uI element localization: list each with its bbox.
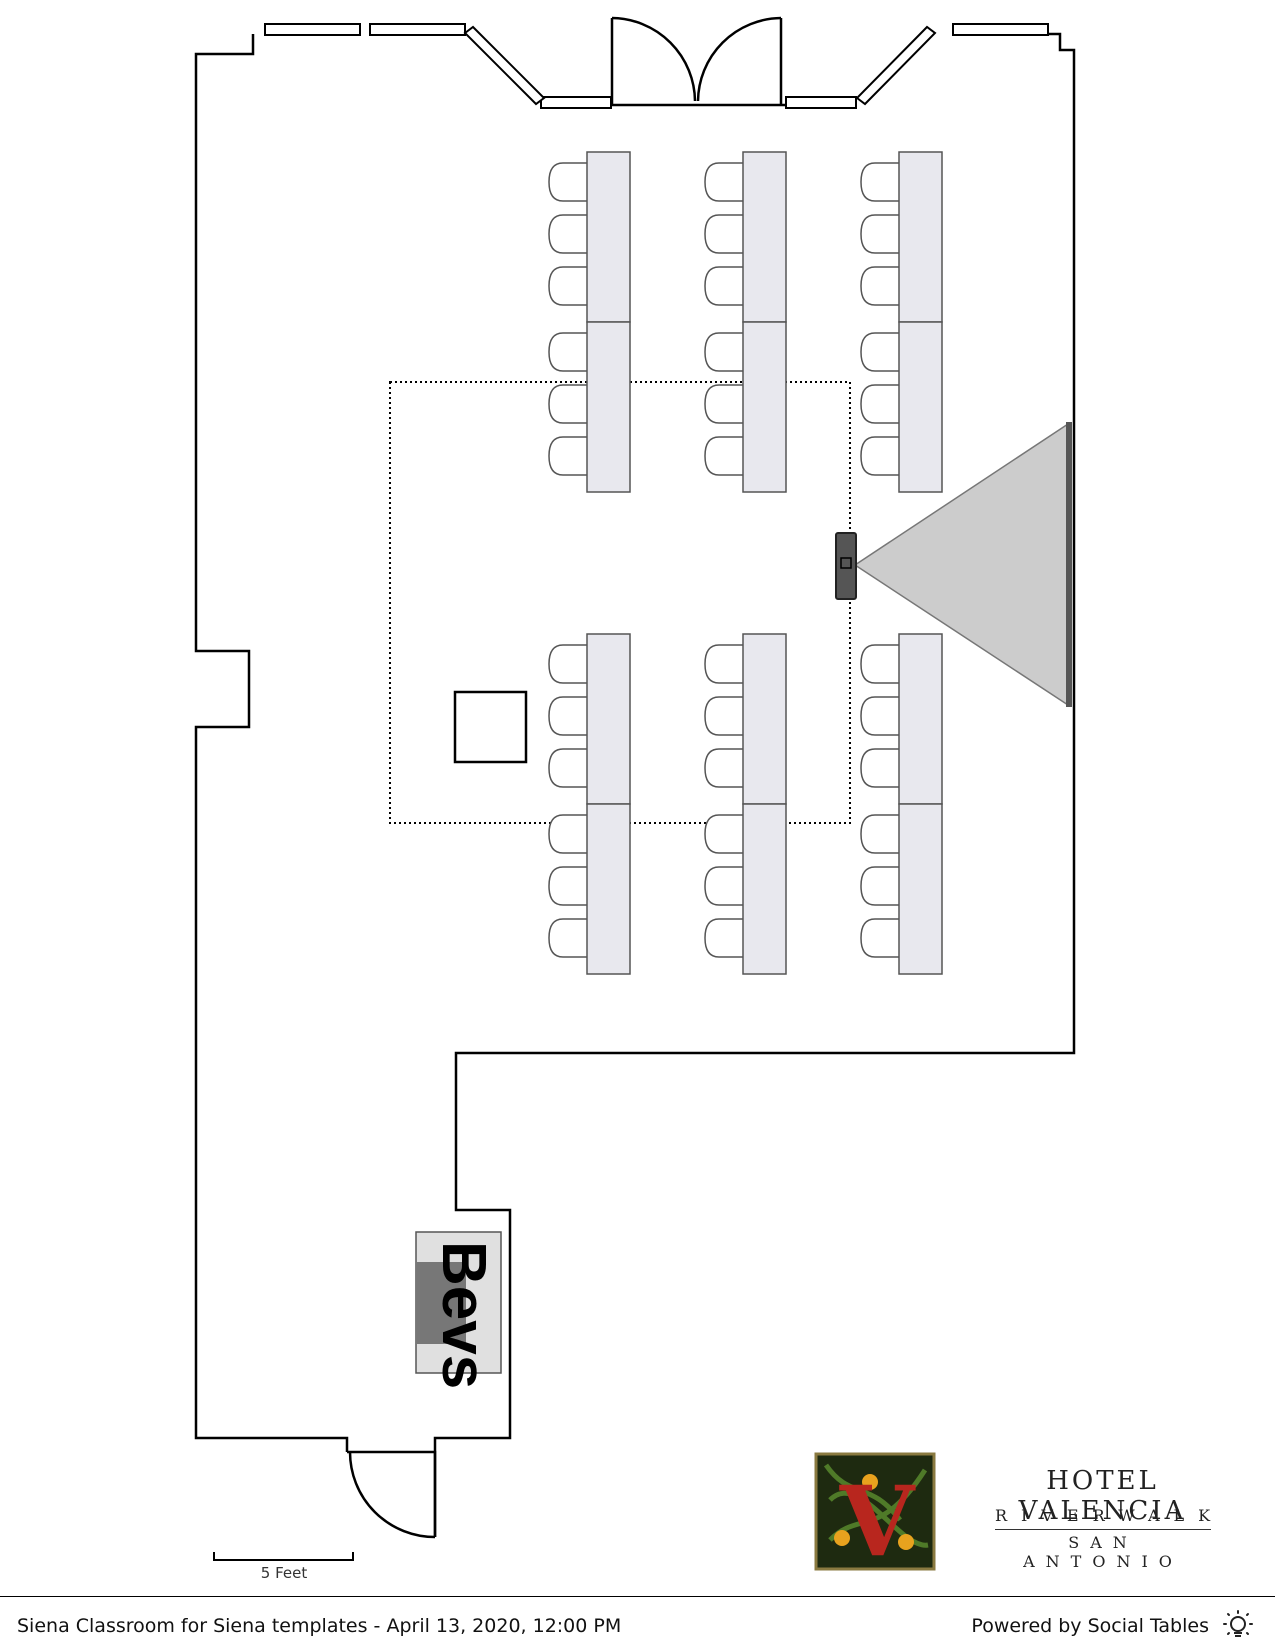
event-title: Siena Classroom for Siena templates - Ap… [17, 1615, 622, 1637]
classroom-table [704, 321, 787, 493]
chair [860, 162, 899, 202]
chair [860, 918, 899, 958]
windows [264, 23, 1049, 109]
chair [704, 332, 743, 372]
chair [860, 332, 899, 372]
chair [548, 162, 587, 202]
chair [704, 384, 743, 424]
chair [548, 332, 587, 372]
chair [548, 384, 587, 424]
table-top [742, 321, 787, 493]
classroom-table [704, 803, 787, 975]
chair [704, 918, 743, 958]
chair [548, 436, 587, 476]
classroom-table [548, 633, 631, 805]
chair [860, 436, 899, 476]
classroom-table [548, 321, 631, 493]
chair [860, 748, 899, 788]
chair [704, 748, 743, 788]
chair [548, 214, 587, 254]
bulb-icon [1223, 1610, 1253, 1637]
chair [548, 918, 587, 958]
chair [860, 214, 899, 254]
scale-bar [213, 1552, 354, 1561]
chair [860, 384, 899, 424]
chair [704, 644, 743, 684]
chair [860, 866, 899, 906]
classroom-table [860, 803, 943, 975]
table-top [742, 803, 787, 975]
chair [860, 814, 899, 854]
table-top [586, 633, 631, 805]
hotel-location-line2: SAN ANTONIO [1023, 1533, 1183, 1571]
chair [860, 644, 899, 684]
table-top [586, 321, 631, 493]
beverage-station-label: Bevs [429, 1241, 498, 1389]
chair [704, 214, 743, 254]
hotel-name: HOTEL VALENCIA [1018, 1466, 1187, 1526]
chair [860, 266, 899, 306]
powered-by-text: Powered by Social Tables [971, 1615, 1209, 1637]
chair [704, 436, 743, 476]
classroom-table [860, 151, 943, 323]
classroom-table [704, 151, 787, 323]
small-square-table [453, 690, 528, 764]
hotel-location-line1: RIVERWALK [995, 1506, 1211, 1530]
footer-bar: Siena Classroom for Siena templates - Ap… [0, 1596, 1275, 1650]
classroom-table [548, 803, 631, 975]
chair [548, 696, 587, 736]
powered-by: Powered by Social Tables [971, 1609, 1255, 1643]
hotel-logo: V [814, 1452, 936, 1578]
chair [704, 162, 743, 202]
projection-screen [853, 422, 1072, 707]
classroom-table [860, 633, 943, 805]
table-top [586, 803, 631, 975]
classroom-table [860, 321, 943, 493]
table-top [898, 151, 943, 323]
classroom-table [704, 633, 787, 805]
chair [548, 644, 587, 684]
chair [548, 748, 587, 788]
chair [704, 814, 743, 854]
beverage-station: Bevs [415, 1231, 502, 1389]
projector-icon [835, 532, 857, 600]
entrance-double-door [610, 16, 783, 105]
chair [548, 866, 587, 906]
chair [860, 696, 899, 736]
side-door [348, 1451, 437, 1539]
table-top [742, 151, 787, 323]
chair [704, 866, 743, 906]
table-top [742, 633, 787, 805]
scale-label: 5 Feet [260, 1564, 308, 1582]
chair [548, 814, 587, 854]
table-top [898, 321, 943, 493]
classroom-table [548, 151, 631, 323]
logo-letter: V [839, 1465, 916, 1578]
chair [704, 696, 743, 736]
table-top [586, 151, 631, 323]
chair [548, 266, 587, 306]
chair [704, 266, 743, 306]
classroom-tables [548, 151, 943, 975]
table-top [898, 803, 943, 975]
table-top [898, 633, 943, 805]
